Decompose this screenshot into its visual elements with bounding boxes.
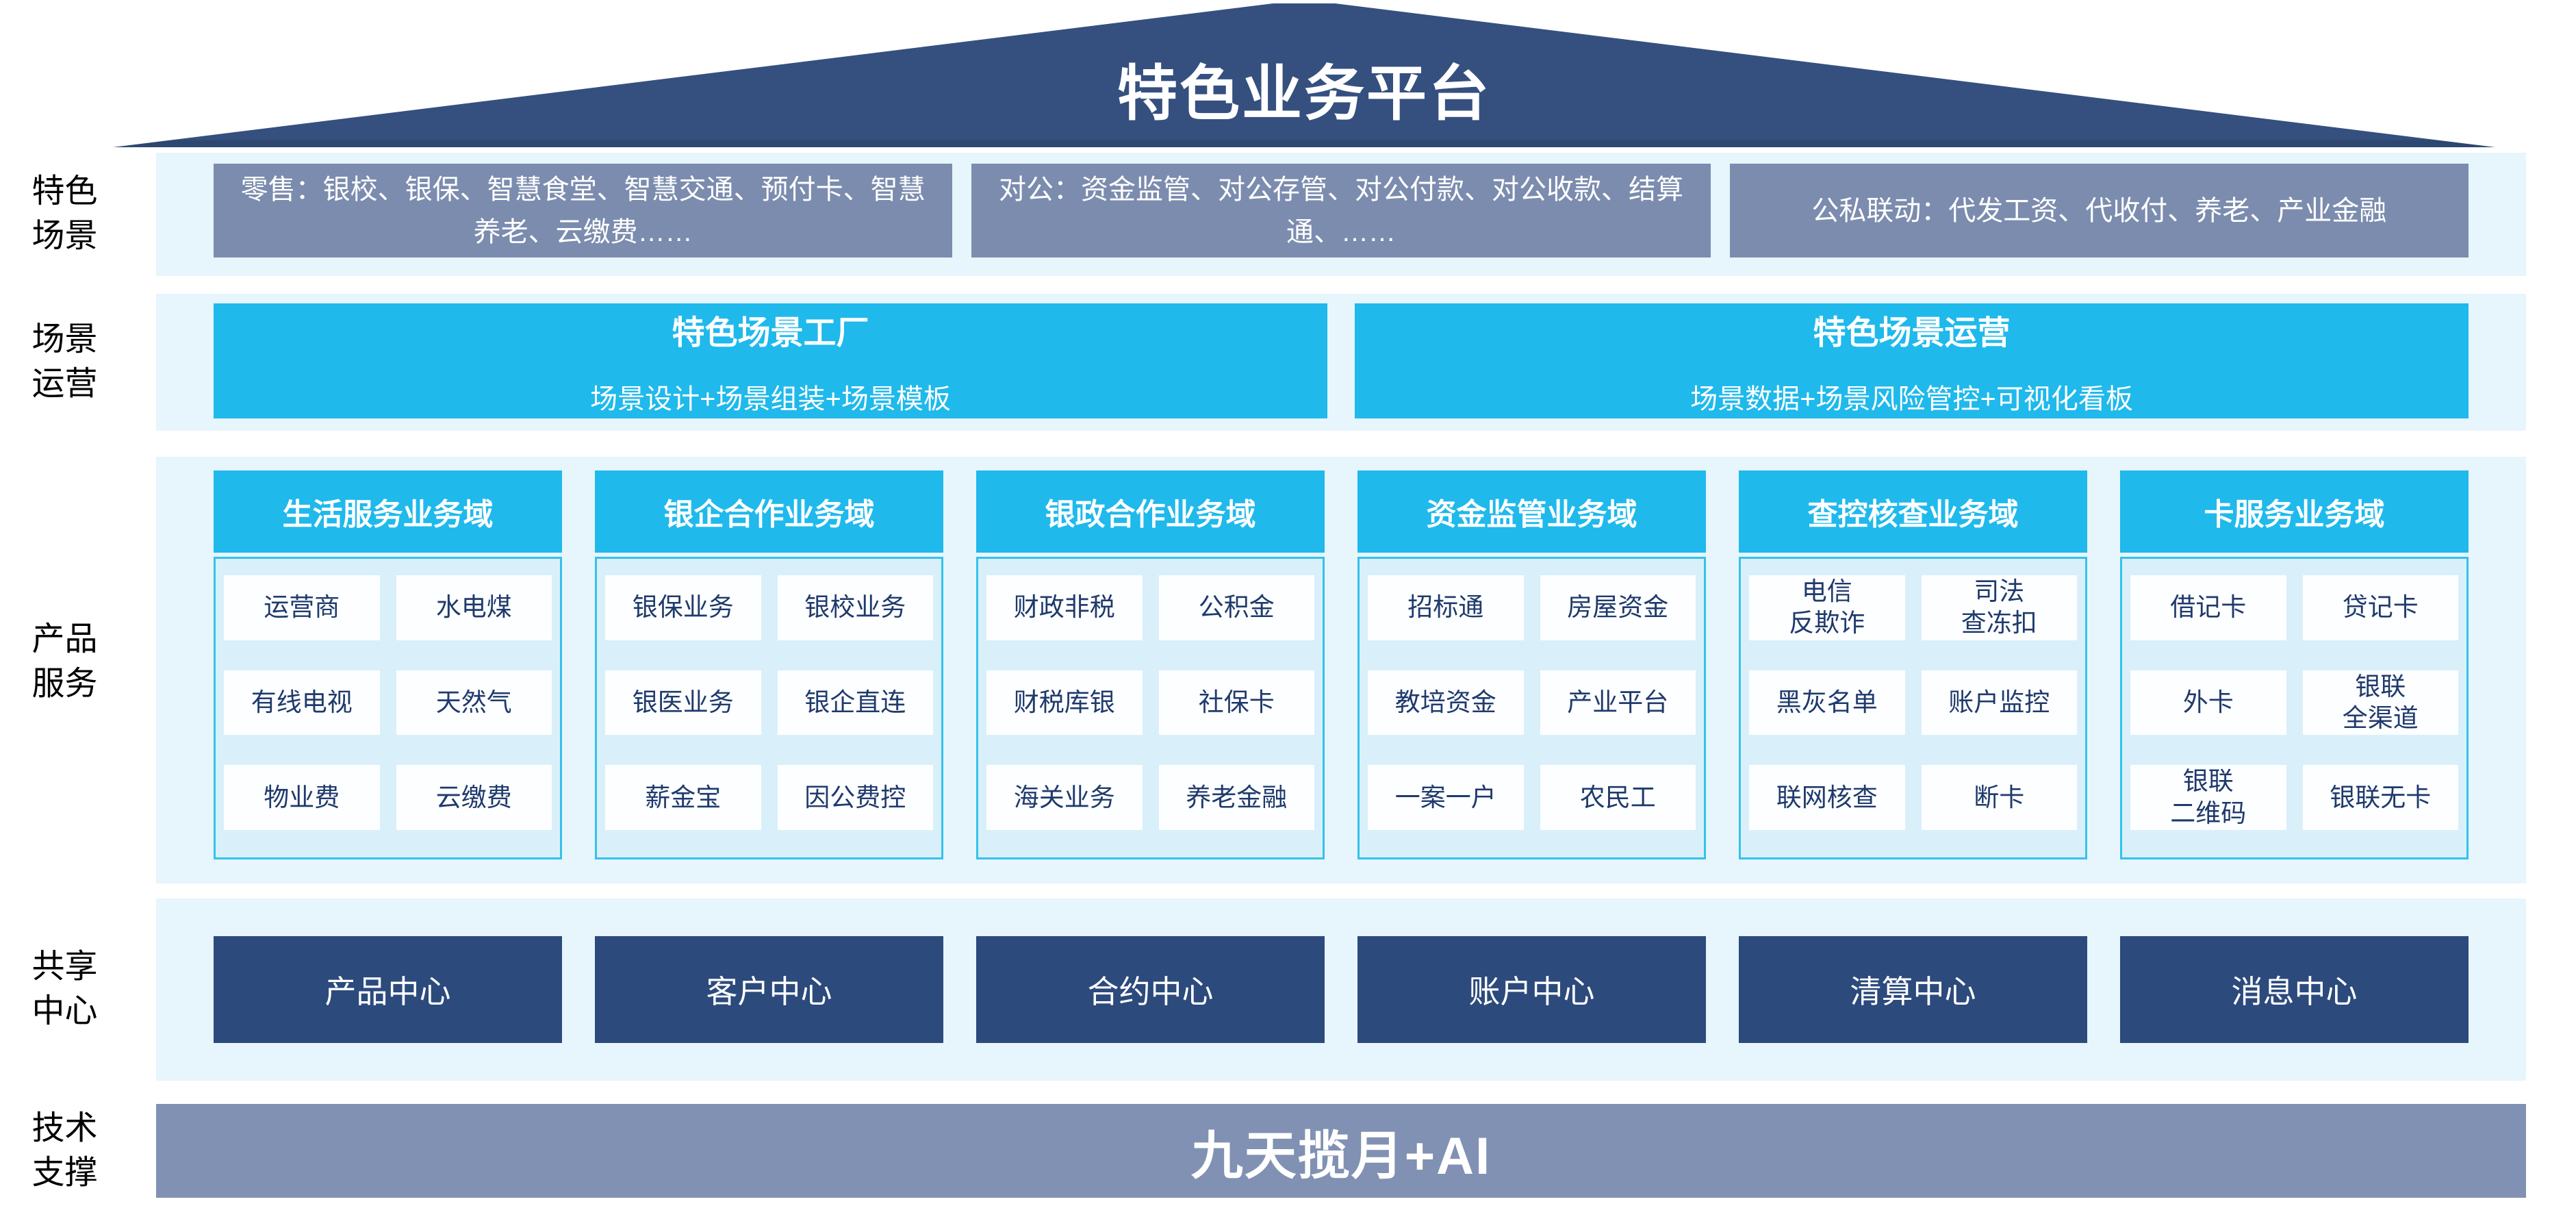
product-cell: 断卡 (1921, 765, 2077, 830)
product-cell: 物业费 (224, 765, 380, 830)
scenes-panel: 零售：银校、银保、智慧食堂、智慧交通、预付卡、智慧养老、云缴费…… 对公：资金监… (156, 153, 2526, 276)
scene-factory-subtitle: 场景设计+场景组装+场景模板 (590, 384, 951, 414)
scene-operation-subtitle: 场景数据+场景风险管控+可视化看板 (1690, 384, 2133, 414)
scene-operation-box: 特色场景运营 场景数据+场景风险管控+可视化看板 (1355, 303, 2469, 418)
domain-body: 电信 反欺诈 司法 查冻扣 黑灰名单 账户监控 联网核查 断卡 (1739, 557, 2087, 859)
product-cell: 黑灰名单 (1749, 670, 1905, 736)
product-cell: 运营商 (224, 575, 380, 640)
product-cell: 薪金宝 (605, 765, 761, 830)
product-cell: 贷记卡 (2302, 575, 2458, 640)
product-cell: 教培资金 (1368, 670, 1524, 736)
product-cell: 外卡 (2130, 670, 2286, 736)
product-cell: 联网核查 (1749, 765, 1905, 830)
product-cell: 财政非税 (986, 575, 1143, 640)
domain-body: 借记卡 贷记卡 外卡 银联 全渠道 银联 二维码 银联无卡 (2120, 557, 2469, 859)
product-cell: 一案一户 (1368, 765, 1524, 830)
product-cell: 银联无卡 (2302, 765, 2458, 830)
product-cell: 借记卡 (2130, 575, 2286, 640)
domain-body: 招标通 房屋资金 教培资金 产业平台 一案一户 农民工 (1357, 557, 1706, 859)
domain-body: 运营商 水电煤 有线电视 天然气 物业费 云缴费 (214, 557, 562, 859)
domain-header: 资金监管业务域 (1357, 470, 1706, 553)
row-label-shared: 共享 中心 (31, 948, 98, 1029)
domain-column-bank-government: 银政合作业务域 财政非税 公积金 财税库银 社保卡 海关业务 养老金融 (976, 470, 1325, 859)
product-cell: 银校业务 (777, 575, 933, 640)
product-cell: 银联 二维码 (2130, 765, 2286, 830)
product-cell: 公积金 (1158, 575, 1314, 640)
product-cell: 招标通 (1368, 575, 1524, 640)
domain-header: 生活服务业务域 (214, 470, 562, 553)
domain-column-card-services: 卡服务业务域 借记卡 贷记卡 外卡 银联 全渠道 银联 二维码 银联无卡 (2120, 470, 2469, 859)
domain-column-fund-supervision: 资金监管业务域 招标通 房屋资金 教培资金 产业平台 一案一户 农民工 (1357, 470, 1706, 859)
domain-header: 银政合作业务域 (976, 470, 1325, 553)
center-box-account: 账户中心 (1357, 936, 1706, 1043)
products-panel: 生活服务业务域 运营商 水电煤 有线电视 天然气 物业费 云缴费 银企合作业务域… (156, 457, 2526, 883)
domain-header: 银企合作业务域 (595, 470, 943, 553)
product-cell: 房屋资金 (1540, 575, 1696, 640)
product-cell: 农民工 (1540, 765, 1696, 830)
center-box-clearing: 清算中心 (1739, 936, 2087, 1043)
shared-centers-panel: 产品中心 客户中心 合约中心 账户中心 清算中心 消息中心 (156, 898, 2526, 1081)
domain-column-life-services: 生活服务业务域 运营商 水电煤 有线电视 天然气 物业费 云缴费 (214, 470, 562, 859)
row-label-products: 产品 服务 (31, 621, 98, 702)
diagram-title: 特色业务平台 (1117, 60, 1491, 127)
row-label-tech: 技术 支撑 (31, 1109, 98, 1191)
product-cell: 银企直连 (777, 670, 933, 736)
product-cell: 养老金融 (1158, 765, 1314, 830)
scene-factory-box: 特色场景工厂 场景设计+场景组装+场景模板 (214, 303, 1327, 418)
scene-box-corporate: 对公：资金监管、对公存管、对公付款、对公收款、结算通、…… (971, 164, 1711, 257)
domain-body: 银保业务 银校业务 银医业务 银企直连 薪金宝 因公费控 (595, 557, 943, 859)
roof-banner: 特色业务平台 (113, 3, 2495, 147)
product-cell: 银联 全渠道 (2302, 670, 2458, 736)
product-cell: 司法 查冻扣 (1921, 575, 2077, 640)
domain-column-inquiry-control: 查控核查业务域 电信 反欺诈 司法 查冻扣 黑灰名单 账户监控 联网核查 断卡 (1739, 470, 2087, 859)
domain-header: 卡服务业务域 (2120, 470, 2469, 553)
tech-support-box: 九天揽月+AI (156, 1104, 2526, 1198)
center-box-product: 产品中心 (214, 936, 562, 1043)
product-cell: 水电煤 (396, 575, 552, 640)
center-box-contract: 合约中心 (976, 936, 1325, 1043)
row-label-scenes: 特色 场景 (31, 173, 98, 254)
product-cell: 天然气 (396, 670, 552, 736)
product-cell: 银保业务 (605, 575, 761, 640)
product-cell: 海关业务 (986, 765, 1143, 830)
domain-column-bank-enterprise: 银企合作业务域 银保业务 银校业务 银医业务 银企直连 薪金宝 因公费控 (595, 470, 943, 859)
scene-factory-title: 特色场景工厂 (672, 315, 869, 351)
tech-support-label: 九天揽月+AI (1190, 1127, 1492, 1185)
center-box-message: 消息中心 (2120, 936, 2469, 1043)
domain-header: 查控核查业务域 (1739, 470, 2087, 553)
product-cell: 有线电视 (224, 670, 380, 736)
product-cell: 财税库银 (986, 670, 1143, 736)
scene-operation-title: 特色场景运营 (1813, 315, 2011, 351)
product-cell: 账户监控 (1921, 670, 2077, 736)
product-cell: 因公费控 (777, 765, 933, 830)
product-cell: 云缴费 (396, 765, 552, 830)
row-label-operation: 场景 运营 (31, 321, 98, 402)
scene-box-linkage: 公私联动：代发工资、代收付、养老、产业金融 (1729, 164, 2469, 257)
product-cell: 社保卡 (1158, 670, 1314, 736)
domain-body: 财政非税 公积金 财税库银 社保卡 海关业务 养老金融 (976, 557, 1325, 859)
center-box-customer: 客户中心 (595, 936, 943, 1043)
scene-box-retail: 零售：银校、银保、智慧食堂、智慧交通、预付卡、智慧养老、云缴费…… (214, 164, 953, 257)
product-cell: 电信 反欺诈 (1749, 575, 1905, 640)
product-cell: 产业平台 (1540, 670, 1696, 736)
product-cell: 银医业务 (605, 670, 761, 736)
operation-panel: 特色场景工厂 场景设计+场景组装+场景模板 特色场景运营 场景数据+场景风险管控… (156, 294, 2526, 431)
